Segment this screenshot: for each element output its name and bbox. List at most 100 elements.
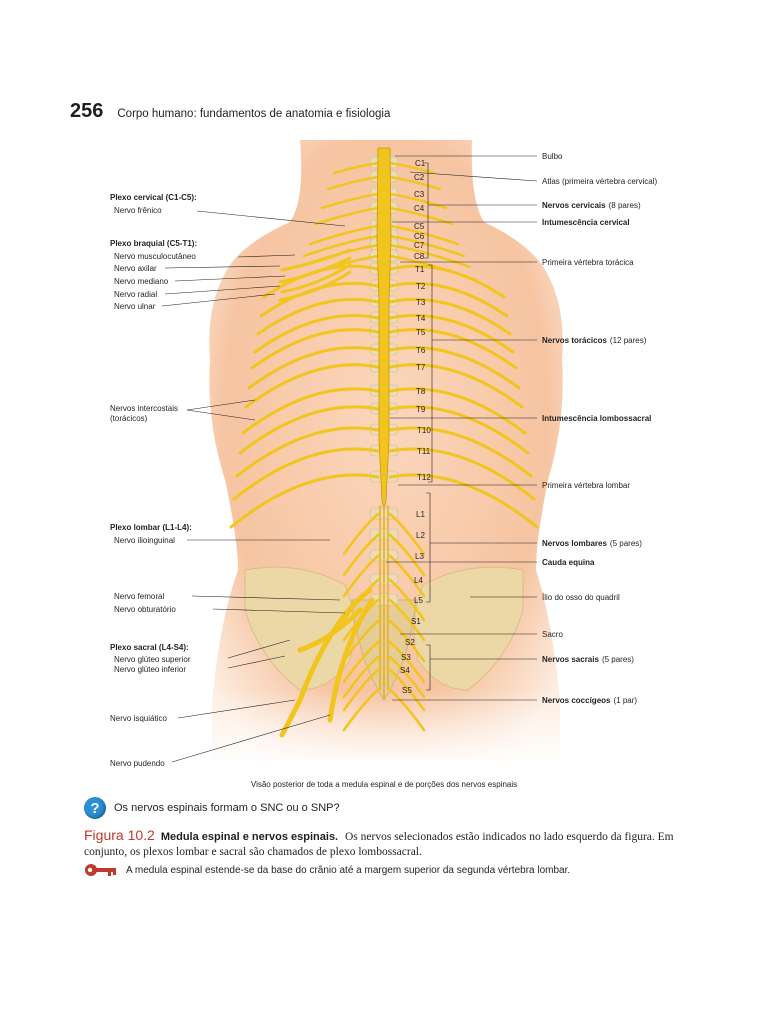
segment-label-t7: T7	[416, 363, 426, 372]
spinal-nerve-c1-left	[332, 161, 380, 175]
segment-label-c5: C5	[414, 222, 425, 231]
spinal-nerve-l5-right	[388, 598, 426, 642]
limb-nerve	[279, 587, 373, 738]
spinal-nerve-t5-right	[388, 328, 518, 370]
label-pudendo: Nervo pudendo	[110, 759, 165, 768]
page-number: 256	[70, 100, 104, 122]
key-icon	[85, 864, 116, 876]
segment-label-c8: C8	[414, 252, 425, 261]
limb-nerve	[280, 263, 352, 294]
segment-label-t5: T5	[416, 328, 426, 337]
label-nervos-toracicos: Nervos torácicos(12 pares)	[542, 336, 647, 345]
spinal-nerve-l3-right	[388, 554, 426, 598]
spinal-nerve-c4-left	[314, 206, 380, 226]
spinal-nerve-l2-left	[342, 533, 380, 577]
right-labels: Bulbo Atlas (primeira vértebra cervical)…	[542, 152, 657, 705]
label-radial: Nervo radial	[114, 290, 157, 299]
label-primeira-lombar: Primeira vértebra lombar	[542, 481, 630, 490]
segment-label-l1: L1	[416, 510, 425, 519]
label-plexo-braquial: Plexo braquial (C5-T1):	[110, 239, 197, 248]
spinal-nerve-s5-right	[388, 688, 426, 732]
segment-label-t9: T9	[416, 405, 426, 414]
spinal-nerve-l1-left	[342, 512, 380, 556]
spinal-nerve-c5-left	[308, 224, 380, 246]
spinal-nerve-t2-right	[388, 281, 509, 318]
segment-label-l5: L5	[414, 596, 423, 605]
spinal-nerve-c2-left	[326, 175, 380, 191]
key-point: A medula espinal estende-se da base do c…	[84, 863, 570, 877]
figure-caption: Figura 10.2 Medula espinal e nervos espin…	[84, 828, 714, 860]
spinal-nerve-t4-right	[388, 314, 515, 354]
page-header: 256 Corpo humano: fundamentos de anatomi…	[70, 100, 390, 123]
spinal-nerve-s3-left	[342, 655, 380, 699]
spinal-nerve-s5-left	[342, 688, 380, 732]
label-mediano: Nervo mediano	[114, 277, 169, 286]
running-title: Corpo humano: fundamentos de anatomia e …	[117, 108, 391, 120]
spinal-nerve-t6-right	[388, 346, 521, 390]
segment-label-c7: C7	[414, 241, 425, 250]
label-bulbo: Bulbo	[542, 152, 563, 161]
segment-label-t11: T11	[417, 447, 431, 456]
figure-caption-text: Os nervos selecionados estão indicados n…	[84, 831, 674, 858]
spinal-nerve-t10-left	[235, 426, 380, 478]
spinal-nerve-c5-right	[388, 224, 460, 246]
cauda-equina	[379, 505, 389, 700]
label-femoral: Nervo femoral	[114, 592, 164, 601]
spinal-nerve-t10-right	[388, 426, 533, 478]
segment-labels: C1C2C3C4C5C6C7C8T1T2T3T4T5T6T7T8T9T10T11…	[400, 159, 431, 695]
segment-label-c3: C3	[414, 190, 425, 199]
left-leader-lines	[161, 210, 346, 763]
spinal-nerve-l2-right	[388, 533, 426, 577]
segment-label-s5: S5	[402, 686, 412, 695]
limb-nerve	[278, 270, 352, 302]
limb-nerve	[327, 597, 375, 723]
spinal-nerve-t12-right	[388, 473, 539, 529]
ilium-left	[244, 566, 355, 691]
spinal-nerves	[229, 161, 539, 738]
label-plexo-lombar: Plexo lombar (L1-L4):	[110, 523, 192, 532]
spinal-nerve-s3-right	[388, 655, 426, 699]
spinal-nerve-t8-left	[241, 387, 380, 435]
segment-label-t12: T12	[417, 473, 431, 482]
spinal-nerve-l1-right	[388, 512, 426, 556]
segment-label-t1: T1	[415, 265, 425, 274]
segment-label-t3: T3	[416, 298, 426, 307]
spinal-nerve-t5-left	[250, 328, 380, 370]
label-axilar: Nervo axilar	[114, 264, 157, 273]
segment-label-l2: L2	[416, 531, 425, 540]
segment-label-l3: L3	[415, 552, 424, 561]
label-intercostais-2: (torácicos)	[110, 414, 148, 423]
label-primeira-toracica: Primeira vértebra torácica	[542, 258, 634, 267]
segment-label-s4: S4	[400, 666, 410, 675]
label-isquiatico: Nervo isquiático	[110, 714, 167, 723]
spinal-cord	[376, 147, 392, 511]
segment-label-t6: T6	[416, 346, 426, 355]
spinal-nerve-c3-right	[388, 192, 448, 210]
label-plexo-sacral: Plexo sacral (L4-S4):	[110, 643, 189, 652]
segment-label-t10: T10	[417, 426, 431, 435]
spinal-nerve-c1-right	[388, 161, 436, 175]
figure-number: Figura 10.2	[84, 827, 155, 843]
label-plexo-cervical: Plexo cervical (C1-C5):	[110, 193, 197, 202]
segment-label-l4: L4	[414, 576, 423, 585]
segment-label-c1: C1	[415, 159, 426, 168]
segment-label-t8: T8	[416, 387, 426, 396]
label-gluteo-inferior: Nervo glúteo inferior	[114, 665, 186, 674]
label-atlas: Atlas (primeira vértebra cervical)	[542, 177, 657, 186]
spinal-nerve-c3-left	[320, 192, 380, 210]
label-ilioinguinal: Nervo ilioinguinal	[114, 536, 175, 545]
spinal-nerve-t4-left	[253, 314, 380, 354]
label-musculocutaneo: Nervo musculocutâneo	[114, 252, 196, 261]
label-nervo-frenico: Nervo frênico	[114, 206, 162, 215]
label-obturatorio: Nervo obturatório	[114, 605, 176, 614]
label-nervos-coccigeos: Nervos coccígeos(1 par)	[542, 696, 637, 705]
spinal-nerve-l3-left	[342, 554, 380, 598]
segment-label-s1: S1	[411, 617, 421, 626]
question-box: ? Os nervos espinais formam o SNC ou o S…	[84, 797, 340, 819]
spinal-nerve-s1-right	[388, 619, 426, 663]
figure-title: Medula espinal e nervos espinais.	[160, 831, 339, 843]
limb-nerve	[297, 607, 363, 653]
spinal-nerve-t11-right	[388, 447, 536, 501]
label-ilio: Ílio do osso do quadril	[542, 593, 620, 602]
label-nervos-cervicais: Nervos cervicais(8 pares)	[542, 201, 641, 210]
